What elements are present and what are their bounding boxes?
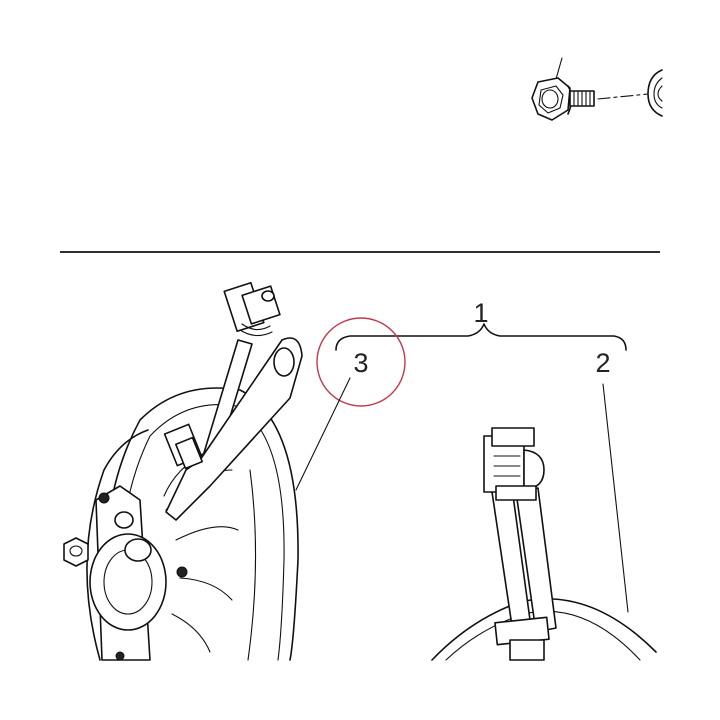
callout-number-2: 2 [595,348,610,378]
washer [647,69,663,117]
highlight-circle [316,317,406,407]
callout-3-leader [295,377,351,491]
assembly-brace [335,323,627,351]
wire-connector-left [223,281,281,337]
mounting-boss-left [63,537,89,567]
fan-assembly-right [431,427,657,661]
flange-bolt [531,57,595,121]
callout-number-3: 3 [353,348,368,378]
fan-assembly-left [63,281,303,661]
callout-number-1: 1 [473,298,488,328]
wire-connector-right [483,427,545,501]
assembly-axis-line [597,93,649,100]
callout-2-leader [602,383,629,613]
